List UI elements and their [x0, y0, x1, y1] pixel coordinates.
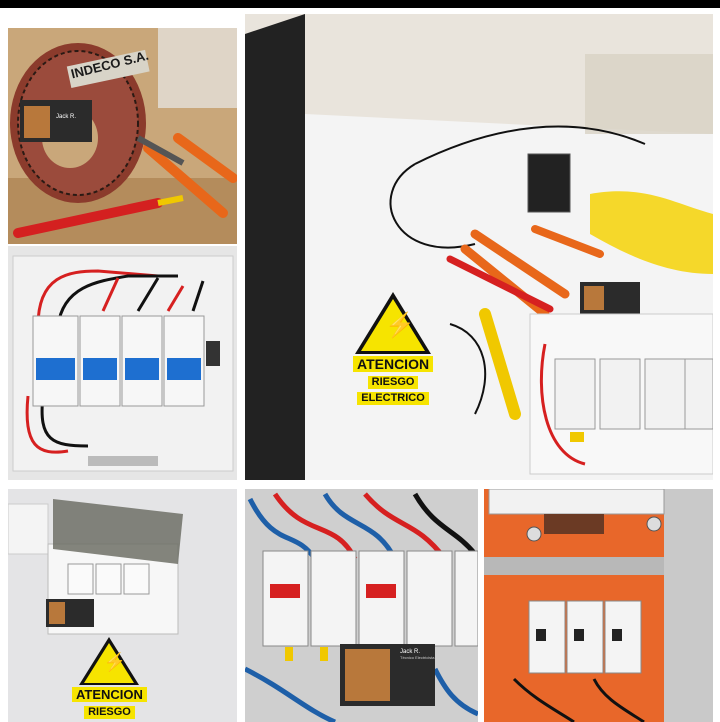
lightning-bolt-icon: ⚡ — [103, 652, 126, 672]
breakers-closeup-scene — [245, 489, 478, 722]
business-card — [46, 599, 94, 627]
business-card: Jack R. — [20, 100, 92, 142]
photo-cable-and-tools: Jack R. INDECO S.A. — [8, 28, 237, 244]
sign-line-3: ELECTRICO — [357, 392, 429, 405]
breaker-row — [262, 550, 478, 647]
warning-triangle-icon: ⚡ — [355, 292, 432, 354]
warning-triangle-icon: ⚡ — [79, 637, 140, 685]
warning-sign: ⚡ ATENCION RIESGO ELECTRICO — [353, 292, 434, 405]
card-title: Técnico Electricista — [400, 655, 435, 660]
photo-orange-panel — [484, 489, 713, 722]
breaker-row — [528, 600, 642, 674]
warning-sign: ⚡ ATENCION RIESGO — [72, 637, 147, 719]
sign-line-2: RIESGO — [367, 376, 419, 389]
business-card — [340, 644, 435, 706]
lightning-bolt-icon: ⚡ — [385, 312, 415, 339]
orange-panel-scene — [484, 489, 713, 722]
workbench-scene — [245, 14, 713, 480]
cable-tools-scene: Jack R. — [8, 28, 237, 244]
card-name: Jack R. — [400, 649, 421, 655]
sign-line-2: RIESGO — [84, 706, 135, 719]
breaker-row — [32, 315, 220, 407]
photo-workbench: ⚡ ATENCION RIESGO ELECTRICO — [245, 14, 713, 480]
photo-panel-breakers — [8, 246, 237, 480]
sign-line-1: ATENCION — [353, 356, 434, 372]
top-border — [0, 0, 720, 8]
photo-breakers-closeup: Jack R. Técnico Electricista — [245, 489, 478, 722]
small-panel — [529, 313, 713, 475]
business-card — [580, 282, 640, 314]
photo-installed-panel: ⚡ ATENCION RIESGO — [8, 489, 237, 722]
breaker-panel-scene — [8, 246, 237, 480]
card-name: Jack R. — [56, 114, 76, 120]
sign-line-1: ATENCION — [72, 687, 147, 702]
